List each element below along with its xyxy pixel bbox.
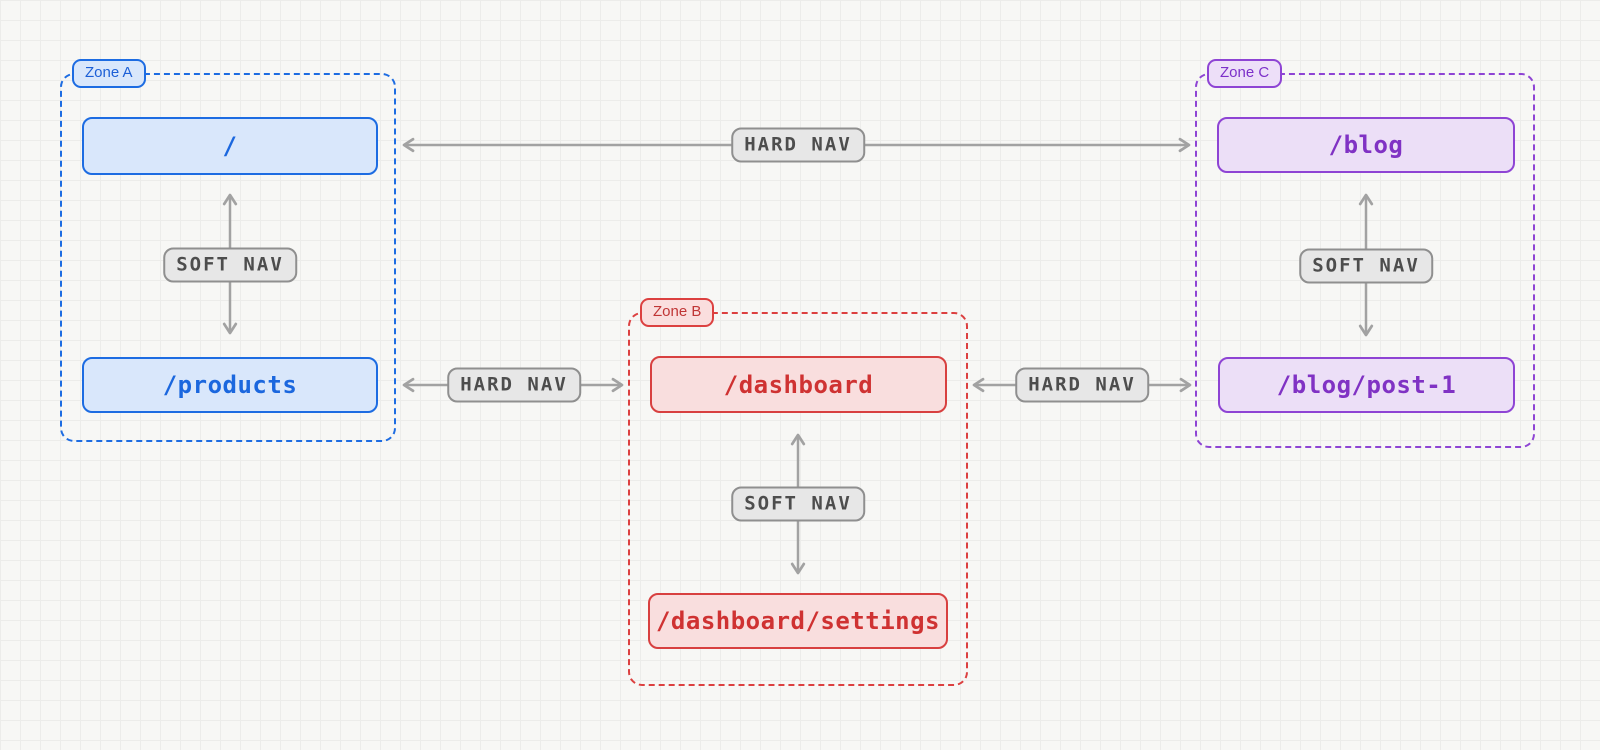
soft-nav-label-zone-b: SOFT NAV <box>731 486 865 522</box>
hard-nav-label-top: HARD NAV <box>731 127 865 163</box>
zone-b-label: Zone B <box>640 298 715 328</box>
zone-a-label: Zone A <box>72 59 146 89</box>
hard-nav-label-left: HARD NAV <box>447 367 581 403</box>
soft-nav-label-zone-c: SOFT NAV <box>1299 248 1433 284</box>
zone-c-boundary: Zone C <box>1195 59 1535 448</box>
node-route-blog-post-1: /blog/post-1 <box>1218 357 1515 413</box>
soft-nav-label-zone-a: SOFT NAV <box>163 247 297 283</box>
zone-a-boundary: Zone A <box>60 59 396 442</box>
hard-nav-label-right: HARD NAV <box>1015 367 1149 403</box>
zone-b-boundary: Zone B <box>628 298 968 686</box>
node-route-dashboard: /dashboard <box>650 356 947 413</box>
node-route-root: / <box>82 117 378 175</box>
node-route-blog: /blog <box>1217 117 1515 173</box>
zone-c-label: Zone C <box>1207 59 1283 89</box>
node-route-dashboard-settings: /dashboard/settings <box>648 593 948 649</box>
node-route-products: /products <box>82 357 378 413</box>
